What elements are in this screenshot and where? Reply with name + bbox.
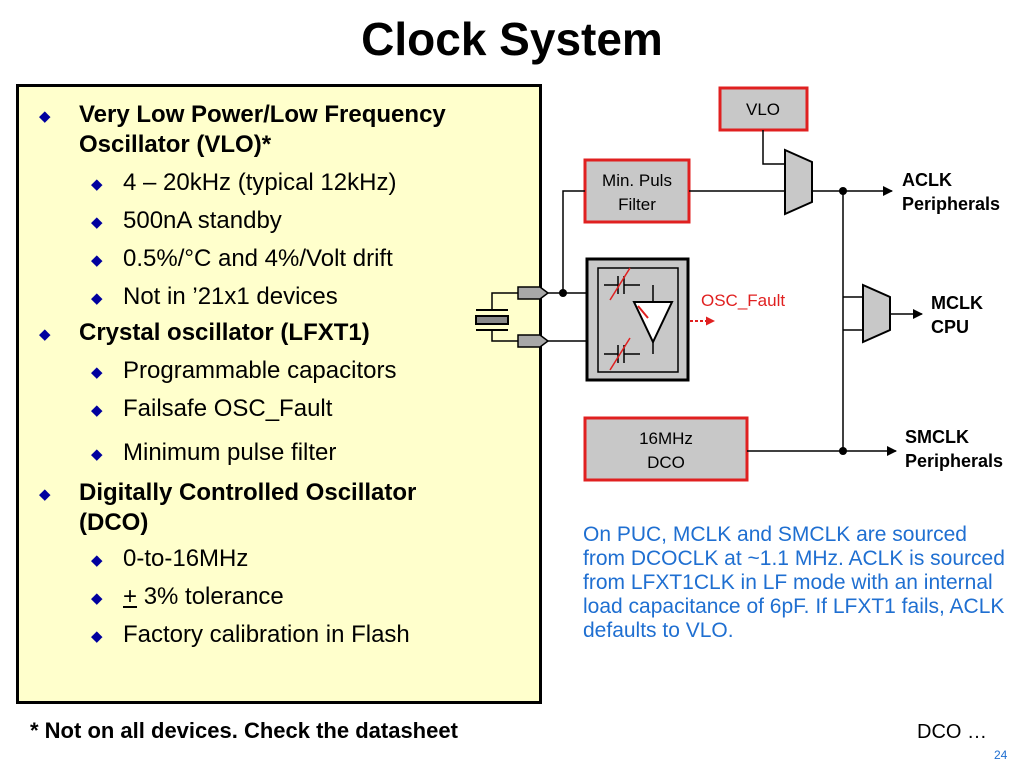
min-pulse-filter-block [583, 158, 691, 224]
mclk-mux-icon [862, 283, 891, 344]
diamond-bullet-icon: ◆ [91, 214, 103, 231]
slide-title: Clock System [361, 13, 663, 65]
diamond-bullet-icon: ◆ [91, 446, 103, 463]
aclk-label-line1: ACLK [902, 170, 952, 190]
osc-to-filter-wire [562, 190, 585, 293]
tolerance-text: 3% tolerance [143, 583, 284, 610]
mclk-label-line2: CPU [931, 317, 969, 337]
lfxt-heading: Crystal oscillator (LFXT1) [79, 319, 370, 346]
osc-fault-label: OSC_Fault [701, 291, 785, 310]
diamond-bullet-icon: ◆ [91, 364, 103, 381]
fault-arrow-tick [637, 305, 649, 319]
junction-dot [559, 289, 567, 297]
aclk-mux-icon [784, 148, 813, 216]
junction-dot [839, 447, 847, 455]
dco-block [583, 416, 749, 482]
dco-item: Factory calibration in Flash [123, 621, 410, 648]
dco-item: 0-to-16MHz [123, 545, 249, 572]
vlo-heading-line2: Oscillator (VLO)* [79, 131, 272, 158]
vlo-item: 0.5%/°C and 4%/Volt drift [123, 245, 393, 272]
diamond-bullet-icon: ◆ [91, 628, 103, 645]
vlo-block [718, 86, 809, 132]
aclk-label-line2: Peripherals [902, 194, 1000, 214]
diamond-bullet-icon: ◆ [91, 252, 103, 269]
xin-pin-icon [517, 286, 550, 300]
diamond-bullet-icon: ◆ [39, 326, 51, 343]
variable-capacitor-icon [604, 267, 640, 301]
dco-heading-line1: Digitally Controlled Oscillator [79, 479, 417, 506]
vlo-label: VLO [746, 100, 780, 119]
crystal-wire [491, 330, 518, 342]
diamond-bullet-icon: ◆ [91, 402, 103, 419]
oscillator-inner-panel [597, 267, 679, 373]
diamond-bullet-icon: ◆ [91, 590, 103, 607]
vlo-heading-line1: Very Low Power/Low Frequency [79, 101, 446, 128]
filter-label-line1: Min. Puls [602, 171, 672, 190]
vlo-to-mux-wire [762, 130, 785, 165]
bullet-panel: ◆ Very Low Power/Low Frequency Oscillato… [16, 84, 542, 704]
reset-behavior-note: On PUC, MCLK and SMCLK are sourced from … [583, 523, 1005, 642]
dco-heading-line2: (DCO) [79, 509, 149, 536]
lfxt-item: Programmable capacitors [123, 357, 397, 384]
mclk-label-line1: MCLK [931, 293, 983, 313]
diamond-bullet-icon: ◆ [39, 108, 51, 125]
diamond-bullet-icon: ◆ [91, 176, 103, 193]
lfxt-item: Failsafe OSC_Fault [123, 395, 333, 422]
variable-capacitor-icon [604, 337, 640, 371]
smclk-label-line1: SMCLK [905, 427, 969, 447]
lfxt-item: Minimum pulse filter [123, 439, 337, 466]
xout-pin-icon [517, 334, 550, 348]
diamond-bullet-icon: ◆ [91, 552, 103, 569]
crystal-icon [475, 309, 509, 331]
diamond-bullet-icon: ◆ [39, 486, 51, 503]
dco-label-line1: 16MHz [639, 429, 693, 448]
lfxt1-oscillator-block [585, 257, 690, 382]
vlo-item: 4 – 20kHz (typical 12kHz) [123, 169, 397, 196]
smclk-label-line2: Peripherals [905, 451, 1003, 471]
diamond-bullet-icon: ◆ [91, 290, 103, 307]
next-slide-hint: DCO … [917, 721, 987, 743]
crystal-wire [491, 292, 518, 310]
plus-minus-symbol: + [123, 583, 138, 610]
dco-item-tolerance: + 3% tolerance [123, 582, 543, 612]
vlo-item: 500nA standby [123, 207, 282, 234]
page-number: 24 [994, 748, 1008, 762]
vlo-item: Not in ’21x1 devices [123, 283, 338, 310]
filter-label-line2: Filter [618, 195, 656, 214]
footnote: * Not on all devices. Check the datashee… [30, 718, 458, 743]
dco-label-line2: DCO [647, 453, 685, 472]
